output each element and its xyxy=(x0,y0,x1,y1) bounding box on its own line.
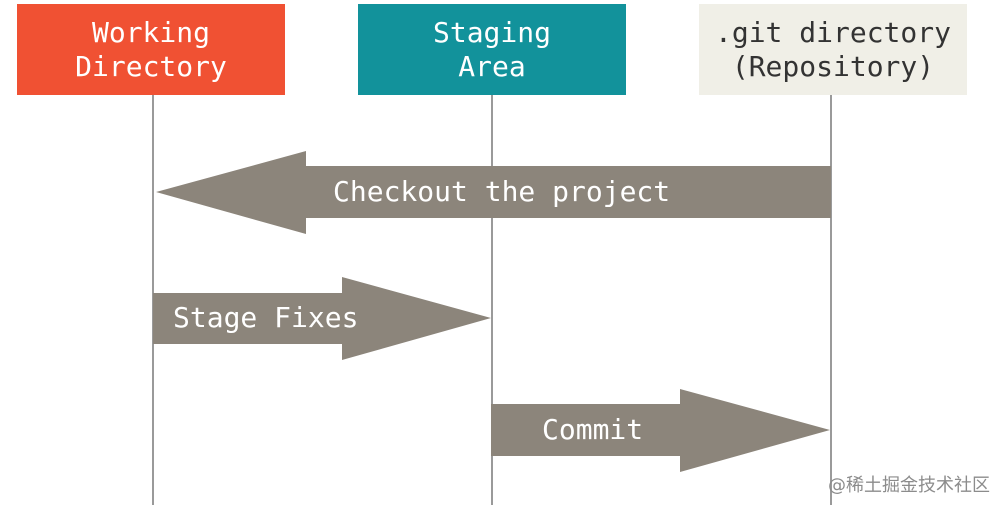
stage-fixes-label: Stage Fixes xyxy=(173,301,359,334)
git-repository-box: .git directory (Repository) xyxy=(699,4,967,95)
stage-fixes-arrow xyxy=(153,277,491,360)
commit-arrow xyxy=(491,389,830,472)
staging-area-box: Staging Area xyxy=(358,4,626,95)
repository-lifeline xyxy=(830,95,832,505)
staging-area-lifeline xyxy=(491,95,493,505)
watermark: @稀土掘金技术社区 xyxy=(828,475,990,496)
checkout-label: Checkout the project xyxy=(333,175,671,208)
commit-label: Commit xyxy=(542,413,644,446)
checkout-arrow xyxy=(156,151,831,234)
working-directory-box: Working Directory xyxy=(17,4,285,95)
